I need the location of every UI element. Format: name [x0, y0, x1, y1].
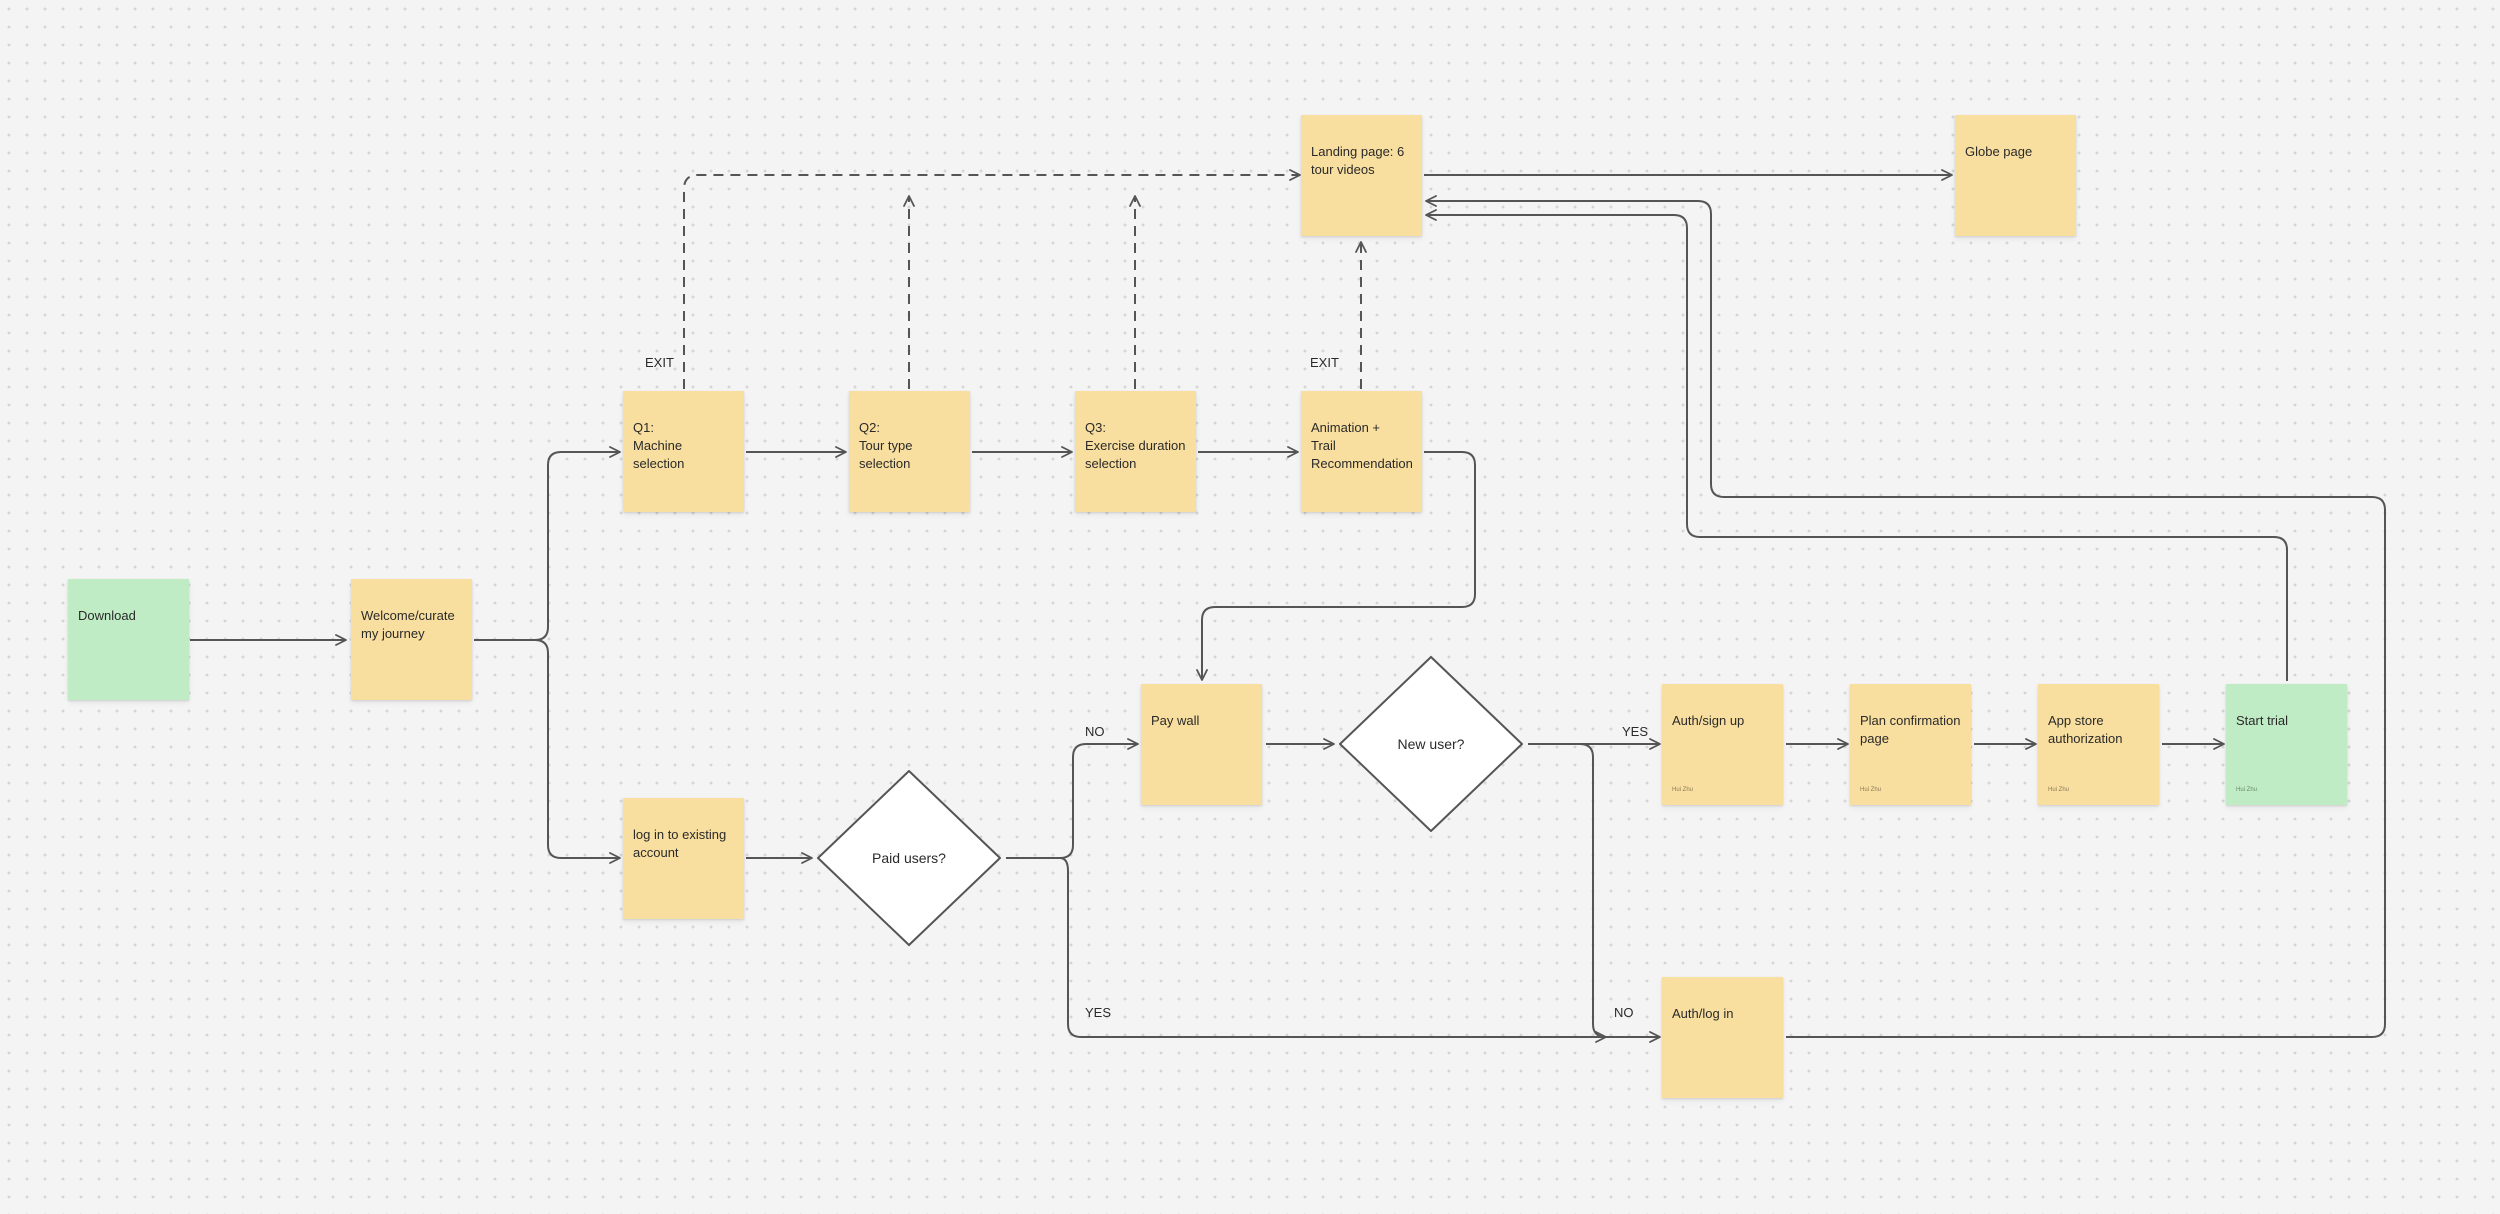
sticky-author: Hui Zhu — [2236, 787, 2258, 793]
edge-label-yes-new: YES — [1622, 724, 1649, 739]
sticky-animation-label: Animation + Trail Recommendation — [1311, 420, 1413, 471]
decision-paid-users-label: Paid users? — [872, 850, 946, 866]
sticky-paywall-label: Pay wall — [1151, 713, 1200, 728]
sticky-login-existing-label: log in to existing account — [633, 827, 727, 860]
connector-authlogin-landing[interactable] — [1425, 195, 2386, 1038]
edge-label-no-new: NO — [1614, 1005, 1634, 1020]
sticky-q2[interactable]: Q2: Tour type selection — [849, 391, 970, 512]
sticky-author: Hui Zhu — [2048, 787, 2070, 793]
diamond-shape — [817, 770, 1001, 946]
sticky-app-store[interactable]: App store authorization Hui Zhu — [2038, 684, 2159, 805]
sticky-plan-confirmation[interactable]: Plan confirmation page Hui Zhu — [1850, 684, 1971, 805]
decision-paid-users[interactable]: Paid users? — [816, 769, 1002, 947]
connector-paidusers-paywall[interactable] — [1006, 738, 1139, 859]
sticky-landing[interactable]: Landing page: 6 tour videos — [1301, 115, 1422, 236]
sticky-author: Hui Zhu — [1672, 787, 1694, 793]
sticky-q2-label: Q2: Tour type selection — [859, 420, 913, 471]
diamond-shape — [1339, 656, 1523, 832]
connector-paidusers-authlogin[interactable] — [1059, 857, 1661, 1043]
sticky-landing-label: Landing page: 6 tour videos — [1311, 144, 1405, 177]
decision-new-user[interactable]: New user? — [1338, 655, 1524, 833]
sticky-welcome[interactable]: Welcome/curate my journey — [351, 579, 472, 700]
sticky-globe-label: Globe page — [1965, 144, 2033, 159]
sticky-q3[interactable]: Q3: Exercise duration selection — [1075, 391, 1196, 512]
sticky-auth-login-label: Auth/log in — [1672, 1006, 1734, 1021]
sticky-auth-signup[interactable]: Auth/sign up Hui Zhu — [1662, 684, 1783, 805]
sticky-login-existing[interactable]: log in to existing account — [623, 798, 744, 919]
sticky-paywall[interactable]: Pay wall — [1141, 684, 1262, 805]
edge-label-yes-paid: YES — [1085, 1005, 1112, 1020]
sticky-start-trial[interactable]: Start trial Hui Zhu — [2226, 684, 2347, 805]
connector-welcome-q1[interactable] — [474, 446, 621, 641]
sticky-q1-label: Q1: Machine selection — [633, 420, 685, 471]
decision-new-user-label: New user? — [1397, 736, 1465, 752]
sticky-download[interactable]: Download — [68, 579, 189, 700]
connector-animation-paywall[interactable] — [1196, 451, 1476, 681]
connector-starttrial-landing[interactable] — [1425, 209, 2288, 681]
sticky-auth-login[interactable]: Auth/log in — [1662, 977, 1783, 1098]
sticky-animation[interactable]: Animation + Trail Recommendation — [1301, 391, 1422, 512]
connector-q1-exit-landing[interactable] — [683, 169, 1301, 389]
sticky-q3-label: Q3: Exercise duration selection — [1085, 420, 1186, 471]
edge-label-exit-animation: EXIT — [1310, 355, 1339, 370]
sticky-plan-confirmation-label: Plan confirmation page — [1860, 713, 1961, 746]
sticky-welcome-label: Welcome/curate my journey — [361, 608, 455, 641]
sticky-download-label: Download — [78, 608, 136, 623]
connector-welcome-login[interactable] — [534, 639, 621, 864]
connector-newuser-authlogin[interactable] — [1579, 743, 1607, 1043]
edge-label-exit-q1: EXIT — [645, 355, 674, 370]
edge-label-no-paid: NO — [1085, 724, 1105, 739]
sticky-start-trial-label: Start trial — [2236, 713, 2289, 728]
sticky-globe[interactable]: Globe page — [1955, 115, 2076, 236]
sticky-author: Hui Zhu — [1860, 787, 1882, 793]
sticky-auth-signup-label: Auth/sign up — [1672, 713, 1745, 728]
sticky-q1[interactable]: Q1: Machine selection — [623, 391, 744, 512]
sticky-app-store-label: App store authorization — [2048, 713, 2123, 746]
